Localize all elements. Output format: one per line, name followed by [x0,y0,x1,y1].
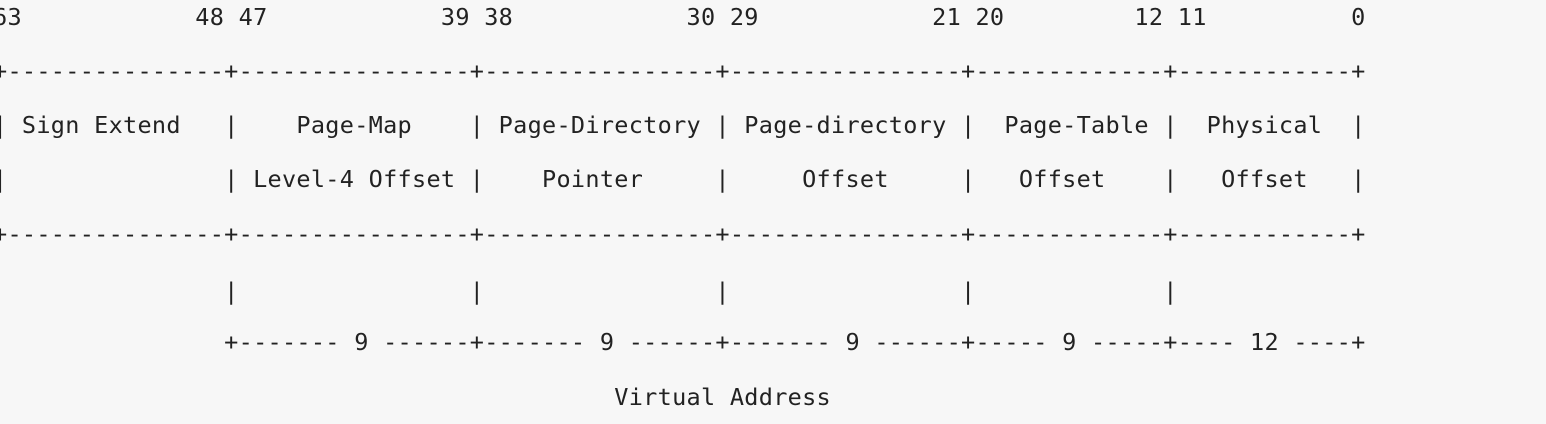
bottom-border: +---------------+----------------+------… [0,220,1366,248]
top-border: +---------------+----------------+------… [0,57,1366,85]
bit-position-header: 63 48 47 39 38 30 29 21 20 12 11 0 [0,3,1366,31]
field-names-row-2: | | Level-4 Offset | Pointer | Offset | … [0,165,1366,193]
field-widths-row: +------- 9 ------+------- 9 ------+-----… [0,328,1366,356]
diagram-caption: Virtual Address [0,383,831,411]
field-names-row-1: | Sign Extend | Page-Map | Page-Director… [0,111,1366,139]
field-separators: | | | | | [0,277,1178,305]
